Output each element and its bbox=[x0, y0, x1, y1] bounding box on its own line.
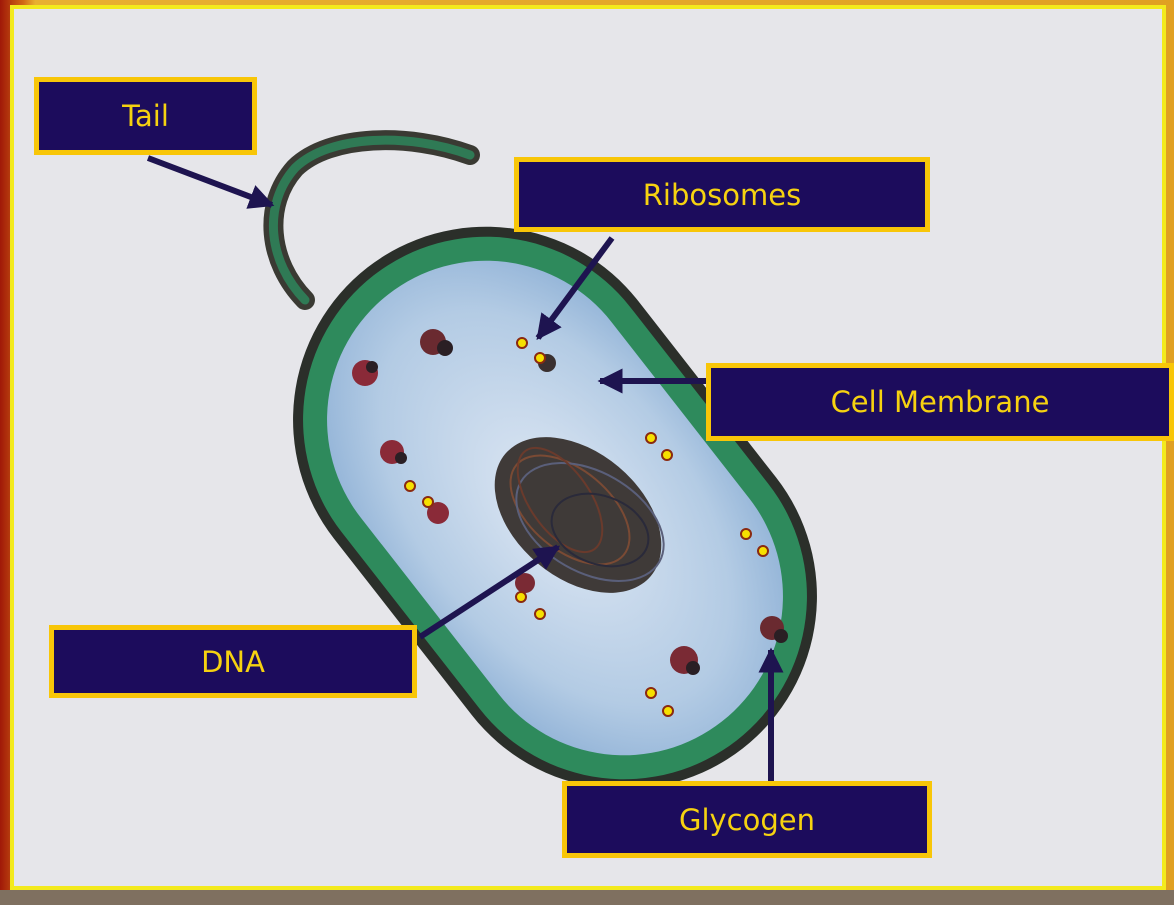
tail-arrow bbox=[148, 158, 272, 205]
ribosomes-label: Ribosomes bbox=[514, 157, 930, 232]
dna-label: DNA bbox=[49, 625, 417, 698]
cell-membrane-label: Cell Membrane bbox=[706, 363, 1174, 441]
tail-label: Tail bbox=[34, 77, 257, 155]
glycogen-label: Glycogen bbox=[562, 781, 932, 858]
